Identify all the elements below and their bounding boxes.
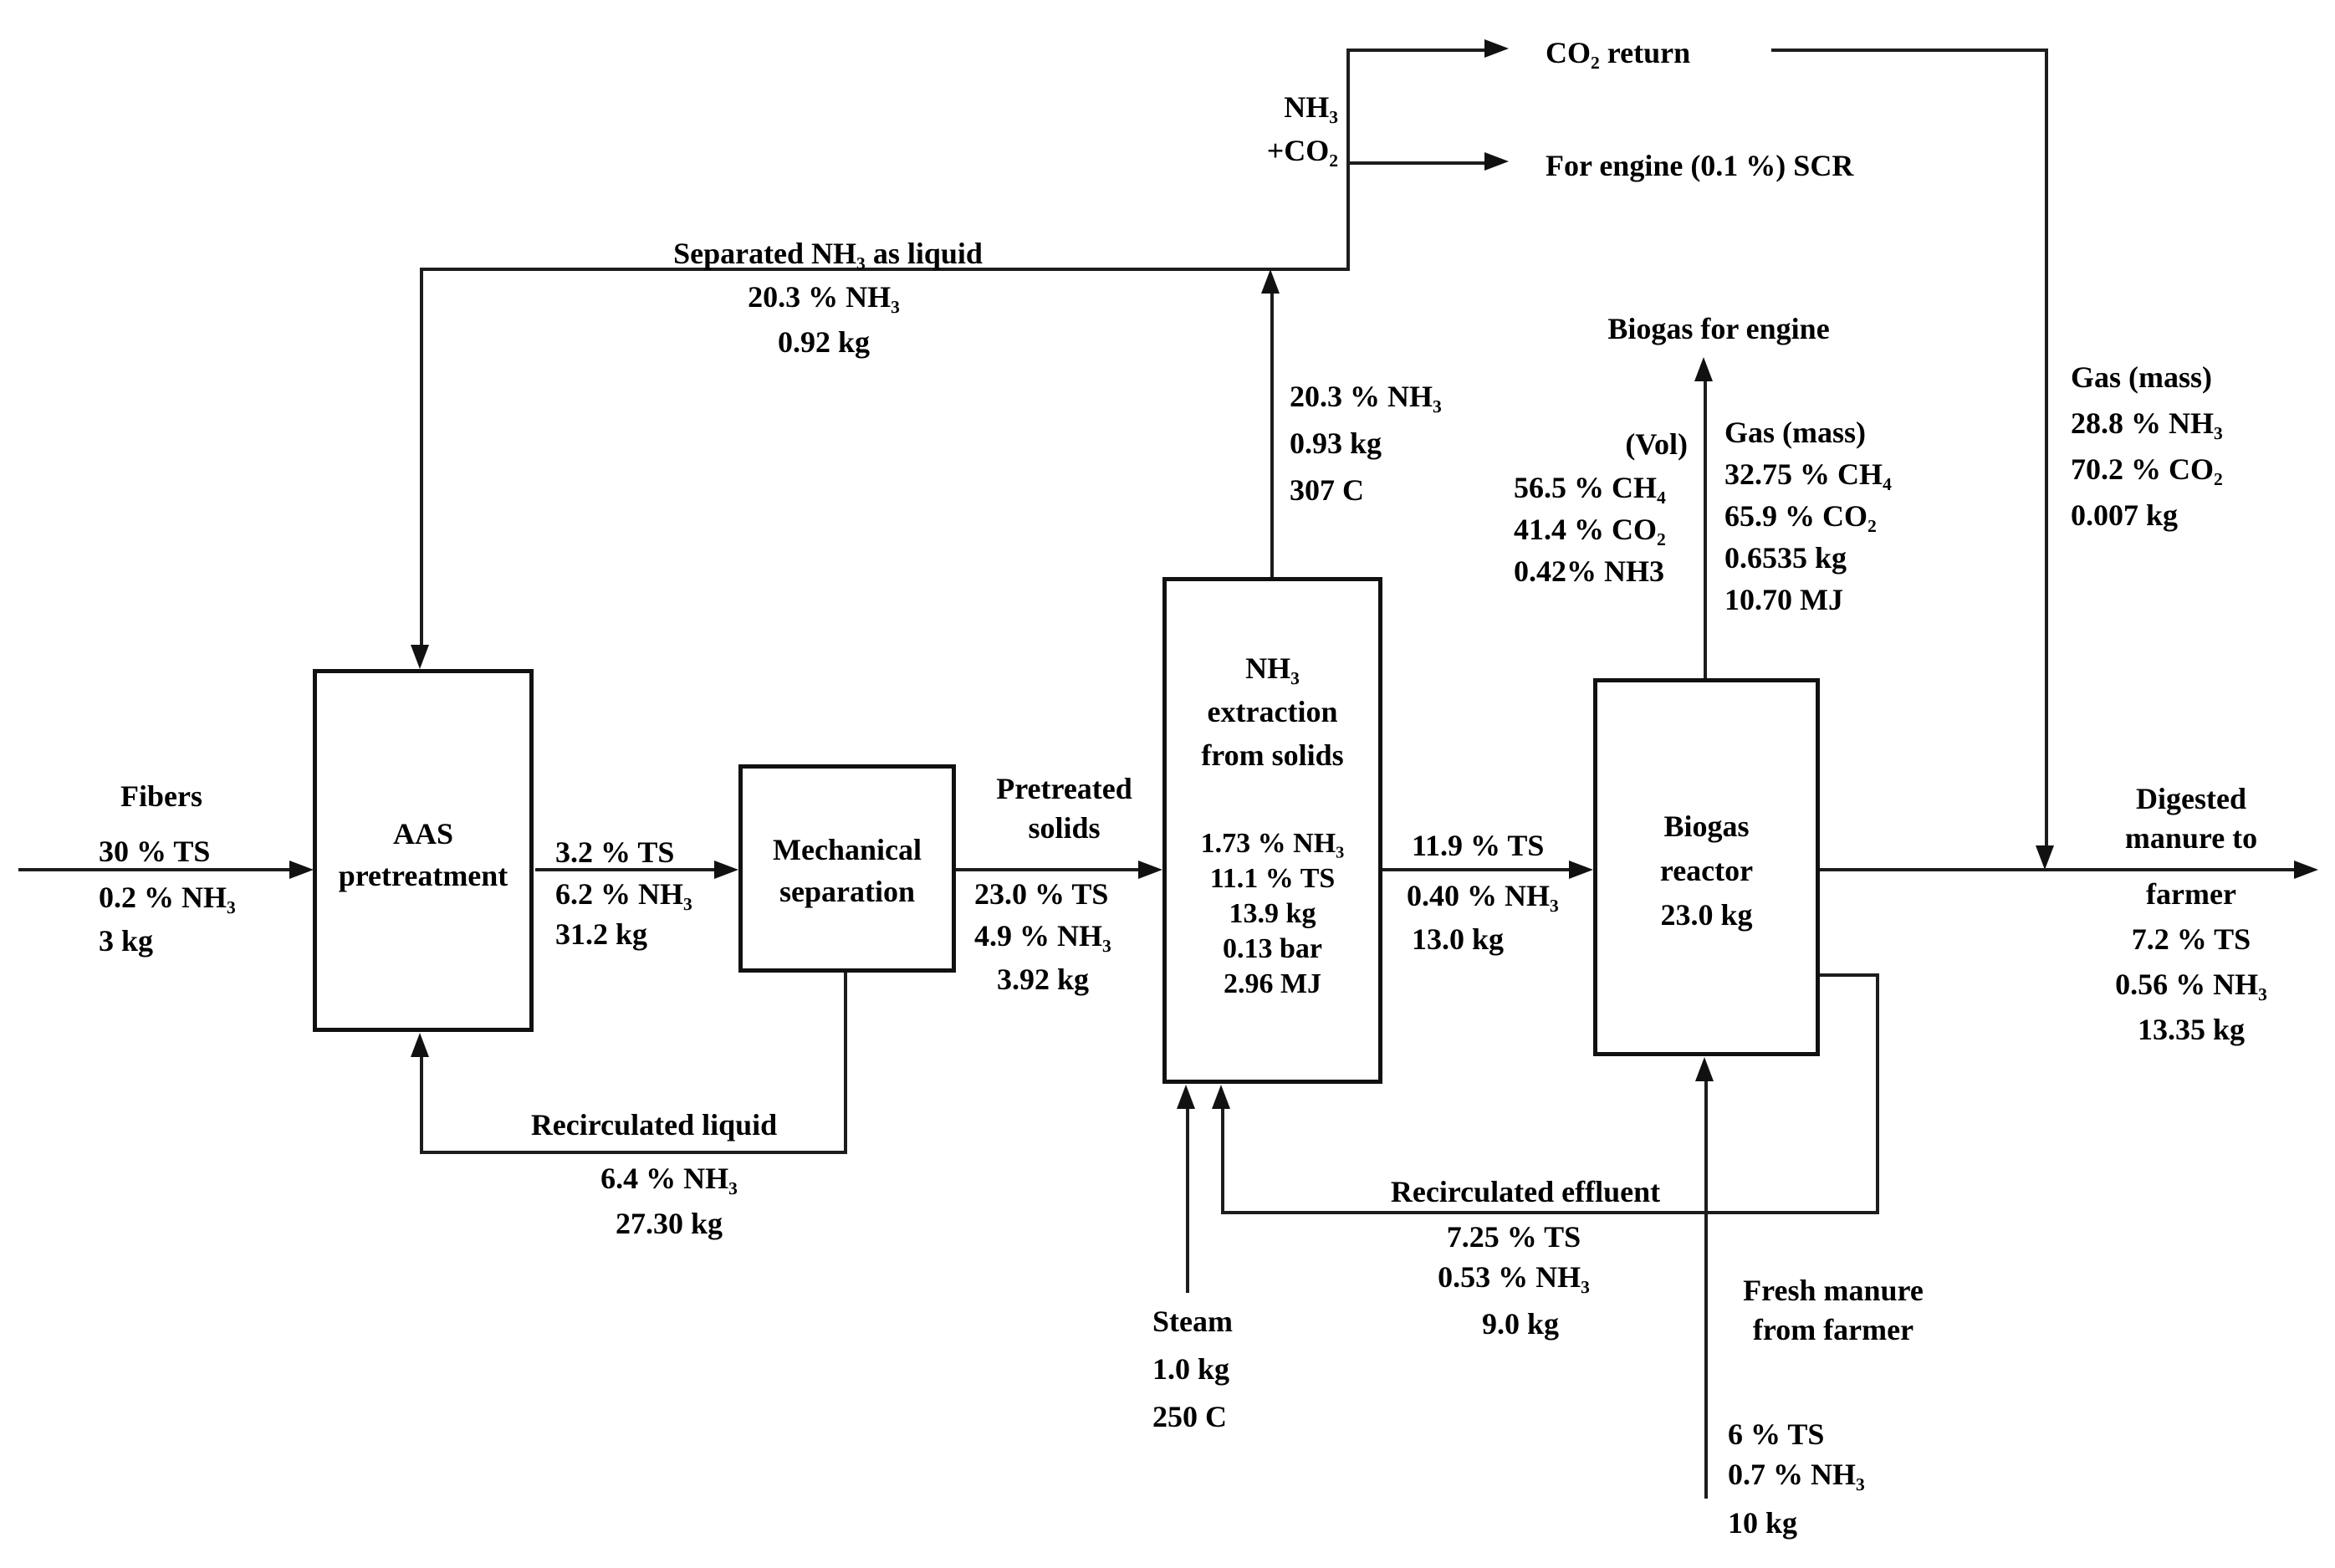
aas-pretreatment-box xyxy=(313,669,534,1032)
recirc-effluent-title: Recirculated effluent xyxy=(1390,1175,1661,1208)
arrow-co2-return-icon xyxy=(1484,39,1509,58)
separated-nh3-line-horizontal xyxy=(420,268,1350,271)
arrow-steam-into-extraction-icon xyxy=(1177,1085,1195,1109)
separated-nh3-mass: 0.92 kg xyxy=(777,325,871,359)
recirc-effluent-ts: 7.25 % TS xyxy=(1446,1220,1581,1254)
fibers-title: Fibers xyxy=(120,779,202,813)
arrow-into-biogas-icon xyxy=(1569,861,1593,879)
fibers-mass: 3 kg xyxy=(99,924,154,958)
nh3co2-vertical-line xyxy=(1346,49,1350,271)
recirc-liquid-up-line xyxy=(420,1056,423,1151)
recirc-effluent-exit-line xyxy=(1820,973,1879,977)
arrow-gas-into-digestate-icon xyxy=(2036,845,2054,870)
aas-box-label: AAS pretreatment xyxy=(338,817,508,892)
vol-values: 56.5 % CH₄ 41.4 % CO₂ 0.42% NH3 xyxy=(1514,471,1666,588)
extr-out-nh3: 0.40 % NH₃ xyxy=(1407,879,1559,912)
riser-gas-values: 20.3 % NH₃ 0.93 kg 307 C xyxy=(1290,380,1442,507)
recirc-liquid-nh3: 6.4 % NH₃ xyxy=(600,1162,738,1195)
flow-line-mech-to-extraction xyxy=(956,868,1140,871)
biogas-engine-riser-line xyxy=(1704,381,1707,678)
recirc-liquid-down-line xyxy=(844,973,847,1154)
recirc-effluent-nh3: 0.53 % NH₃ xyxy=(1438,1260,1590,1294)
arrow-biogas-engine-icon xyxy=(1694,357,1713,381)
flow-line-extraction-to-biogas xyxy=(1382,868,1570,871)
recirc-liquid-horizontal-line xyxy=(420,1151,847,1154)
digested-manure-title: Digested manure to xyxy=(2124,782,2258,855)
separated-nh3-pct: 20.3 % NH₃ xyxy=(748,280,900,314)
arrow-into-aas-top-icon xyxy=(411,645,429,669)
fresh-manure-line xyxy=(1704,1080,1708,1499)
fibers-nh3: 0.2 % NH₃ xyxy=(99,881,236,914)
extraction-gas-riser-line xyxy=(1270,293,1274,577)
aas-out-nh3: 6.2 % NH₃ xyxy=(555,877,692,911)
pretreated-mass: 3.92 kg xyxy=(997,963,1090,996)
flow-line-digestate-out xyxy=(1820,868,2295,871)
fresh-manure-mass: 10 kg xyxy=(1728,1506,1798,1540)
co2-return-label: CO₂ return xyxy=(1546,36,1691,69)
extraction-box-values: 1.73 % NH₃ 11.1 % TS 13.9 kg 0.13 bar 2.… xyxy=(1200,828,1345,999)
nh3-extraction-box xyxy=(1162,577,1382,1084)
recirc-effluent-horizontal-line xyxy=(1221,1211,1879,1214)
steam-line xyxy=(1186,1108,1189,1293)
separated-nh3-title: Separated NH₃ as liquid xyxy=(673,237,983,270)
arrow-for-engine-icon xyxy=(1484,152,1509,171)
fibers-ts: 30 % TS xyxy=(99,835,211,868)
fresh-manure-nh3: 0.7 % NH₃ xyxy=(1728,1458,1865,1491)
fresh-manure-ts: 6 % TS xyxy=(1728,1417,1825,1451)
arrow-effluent-into-extraction-icon xyxy=(1212,1085,1230,1109)
arrow-manure-into-biogas-icon xyxy=(1695,1057,1714,1081)
flow-line-aas-to-mech xyxy=(535,868,716,871)
biogas-reactor-box xyxy=(1593,678,1820,1056)
digested-manure-values: farmer 7.2 % TS 0.56 % NH₃ 13.35 kg xyxy=(2115,877,2267,1046)
fresh-manure-title: Fresh manure from farmer xyxy=(1743,1274,1924,1346)
aas-out-ts: 3.2 % TS xyxy=(555,835,675,869)
pretreated-nh3: 4.9 % NH₃ xyxy=(974,919,1111,953)
extraction-box-title: NH₃ extraction from solids xyxy=(1201,651,1344,772)
mechanical-box-label: Mechanical separation xyxy=(773,833,922,908)
for-engine-label: For engine (0.1 %) SCR xyxy=(1546,149,1854,182)
recirc-effluent-down-line xyxy=(1876,973,1879,1214)
flow-line-fibers-to-aas xyxy=(18,868,289,871)
recirc-effluent-up-line xyxy=(1221,1108,1224,1211)
vol-label: (Vol) xyxy=(1625,427,1688,461)
mechanical-separation-box xyxy=(738,764,956,973)
for-engine-branch-line xyxy=(1346,161,1485,165)
gas-mass-engine-values: Gas (mass) 32.75 % CH₄ 65.9 % CO₂ 0.6535… xyxy=(1724,416,1892,616)
arrow-into-mech-icon xyxy=(714,861,738,879)
recirc-liquid-title: Recirculated liquid xyxy=(530,1108,778,1142)
biogas-box-label: Biogas reactor 23.0 kg xyxy=(1659,810,1754,932)
pretreated-ts: 23.0 % TS xyxy=(974,877,1109,911)
gas-mass-digestate-values: Gas (mass) 28.8 % NH₃ 70.2 % CO₂ 0.007 k… xyxy=(2071,360,2223,532)
steam-label: Steam 1.0 kg 250 C xyxy=(1152,1305,1233,1433)
extr-out-ts: 11.9 % TS xyxy=(1412,829,1545,862)
arrow-into-aas-icon xyxy=(289,861,314,879)
recirc-effluent-mass: 9.0 kg xyxy=(1481,1307,1560,1341)
arrow-digestate-out-icon xyxy=(2294,861,2318,879)
separated-nh3-line-down-leg xyxy=(420,268,423,646)
arrow-into-extraction-icon xyxy=(1138,861,1162,879)
co2-return-branch-line xyxy=(1346,49,1485,52)
nh3co2-label: NH₃ +CO₂ xyxy=(1266,90,1338,167)
gas-return-down-leg xyxy=(2045,49,2048,846)
arrow-riser-up-icon xyxy=(1261,269,1280,294)
arrow-into-aas-bottom-icon xyxy=(411,1033,429,1057)
aas-out-mass: 31.2 kg xyxy=(555,917,648,951)
recirc-liquid-mass: 27.30 kg xyxy=(615,1207,723,1240)
extr-out-mass: 13.0 kg xyxy=(1412,922,1505,956)
biogas-for-engine-label: Biogas for engine xyxy=(1607,312,1830,345)
pretreated-title: Pretreated solids xyxy=(996,772,1132,845)
co2-return-continuation-line xyxy=(1771,49,2048,52)
